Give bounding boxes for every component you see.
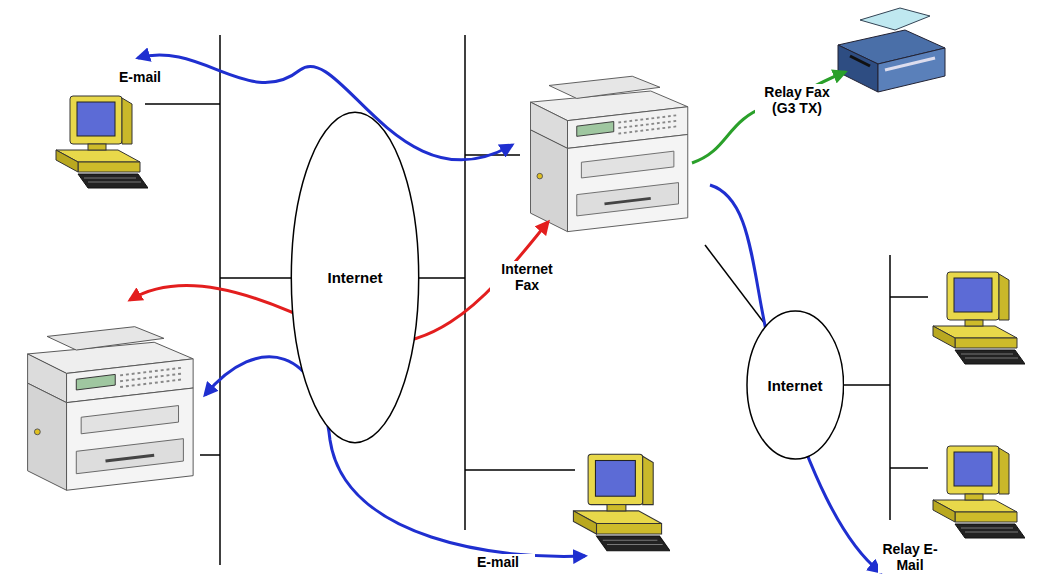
flow-label: Relay E-Mail	[878, 541, 942, 573]
fax-machine	[838, 8, 945, 92]
network-cloud: Internet	[746, 310, 845, 460]
flow-label: Internet Fax	[490, 261, 564, 293]
flow-label: E-mail	[461, 554, 535, 570]
cloud-label: Internet	[327, 269, 382, 286]
network-cloud: Internet	[290, 110, 420, 445]
flow-label: E-mail	[108, 69, 172, 85]
flow-label: Relay Fax (G3 TX)	[755, 84, 839, 116]
cloud-label: Internet	[767, 377, 822, 394]
